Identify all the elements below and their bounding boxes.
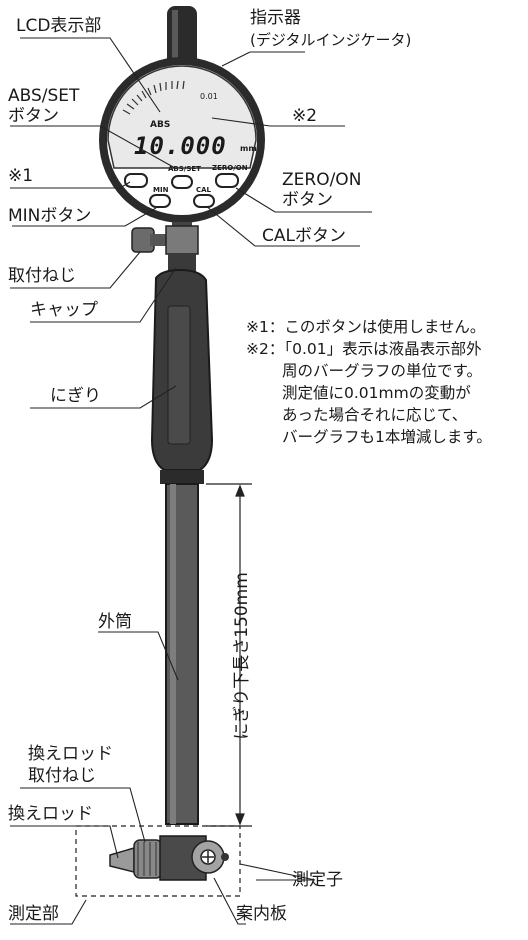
label-zero-on-button: ボタン <box>282 190 333 210</box>
min-button[interactable] <box>149 194 171 208</box>
label-abs-set: ABS/SET <box>8 86 80 106</box>
label-measuring-part: 測定部 <box>8 904 59 924</box>
label-rod: 換えロッド <box>8 804 93 824</box>
label-grip: にぎり <box>50 386 101 406</box>
note-line: 周のバーグラフの単位です。 <box>282 362 482 380</box>
abs-set-button-label: ABS/SET <box>168 165 201 173</box>
note-line: ※1：このボタンは使用しません。 <box>246 318 486 336</box>
clamp-block <box>165 225 199 255</box>
abs-indicator: ABS <box>150 120 171 130</box>
label-outer-tube: 外筒 <box>98 612 132 632</box>
zero-on-button[interactable] <box>215 173 239 188</box>
note-line: ※2：「0.01」表示は液晶表示部外 <box>246 340 482 358</box>
label-guide-plate: 案内板 <box>236 904 287 924</box>
label-rod-screw-2: 取付ねじ <box>28 766 96 786</box>
label-note2-mark: ※2 <box>292 106 318 126</box>
cal-button[interactable] <box>193 194 215 208</box>
label-rod-screw-1: 換えロッド <box>28 744 113 764</box>
note-line: 測定値に0.01mmの変動が <box>282 384 471 402</box>
lcd-unit: mm <box>240 144 257 153</box>
label-probe: 測定子 <box>292 870 343 890</box>
label-note1-mark: ※1 <box>8 166 34 186</box>
label-cal-button: CALボタン <box>262 226 346 246</box>
label-indicator: 指示器 <box>250 8 301 28</box>
button-1[interactable] <box>124 173 148 188</box>
label-zero-on: ZERO/ON <box>282 170 362 190</box>
label-cap: キャップ <box>30 300 98 320</box>
lcd-reading: 10.000 <box>134 132 227 160</box>
label-indicator-sub: (デジタルインジケータ) <box>250 31 412 49</box>
min-button-label: MIN <box>153 186 169 194</box>
dimension-150mm <box>206 483 252 827</box>
cal-button-label: CAL <box>196 186 212 194</box>
replacement-rod <box>109 847 135 873</box>
zero-on-button-label: ZERO/ON <box>212 164 248 172</box>
label-min-button: MINボタン <box>8 206 92 226</box>
label-abs-set-button: ボタン <box>8 106 59 126</box>
bar-scale-label: 0.01 <box>200 92 218 101</box>
label-grip-length: にぎり下長さ150mm <box>232 572 252 740</box>
bar-graph <box>122 80 185 115</box>
measuring-part-box <box>75 825 241 897</box>
note-line: あった場合それに応じて、 <box>282 406 468 424</box>
label-mount-screw: 取付ねじ <box>8 266 76 286</box>
leader-lines <box>10 37 372 925</box>
probe <box>221 853 229 861</box>
note-line: バーグラフも1本増減します。 <box>282 428 492 446</box>
abs-set-button[interactable] <box>171 175 193 189</box>
label-lcd: LCD表示部 <box>16 16 102 36</box>
